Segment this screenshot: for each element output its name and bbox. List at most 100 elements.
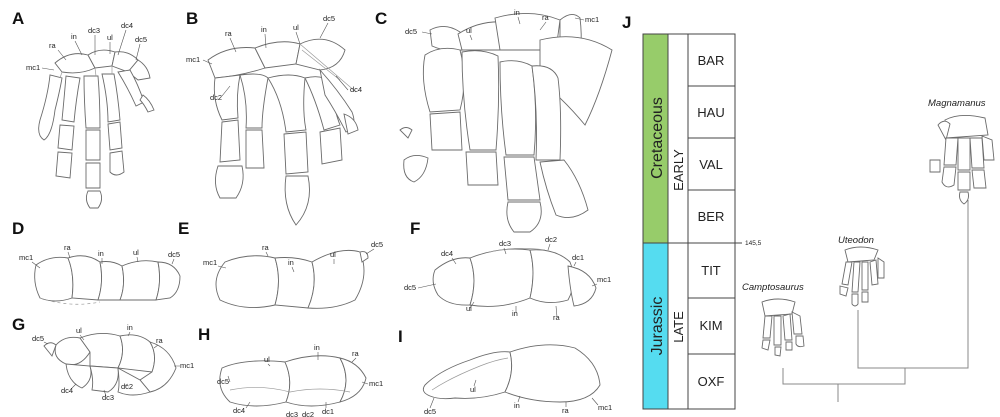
manus-drawing-uteodon bbox=[840, 247, 884, 306]
label-ul: ul bbox=[264, 355, 270, 364]
panel-i: I dc5 ul in ra mc1 bbox=[398, 327, 612, 416]
label-dc5: dc5 bbox=[371, 240, 383, 249]
epoch-box-early bbox=[668, 34, 688, 243]
stage-label-val: VAL bbox=[699, 157, 723, 172]
label-dc5: dc5 bbox=[217, 377, 229, 386]
label-mc1: mc1 bbox=[597, 275, 611, 284]
panel-h: H in ra ul mc1 dc5 dc4 dc3 dc2 dc1 bbox=[198, 325, 383, 417]
manus-drawing-camptosaurus bbox=[762, 299, 804, 356]
label-in: in bbox=[512, 309, 518, 318]
label-ul: ul bbox=[466, 304, 472, 313]
label-mc1: mc1 bbox=[26, 63, 40, 72]
panel-e: E ra mc1 in ul dc5 bbox=[178, 219, 383, 308]
label-dc5: dc5 bbox=[404, 283, 416, 292]
label-ra: ra bbox=[156, 336, 163, 345]
label-dc3: dc3 bbox=[88, 26, 100, 35]
label-dc1: dc1 bbox=[572, 253, 584, 262]
epoch-label-late: LATE bbox=[671, 311, 686, 343]
tree-branch-camptosaurus bbox=[783, 368, 905, 384]
label-ul: ul bbox=[470, 385, 476, 394]
taxon-label-uteodon: Uteodon bbox=[838, 235, 874, 246]
label-ra: ra bbox=[562, 406, 569, 415]
panel-d: D mc1 ra in ul dc5 bbox=[12, 219, 180, 304]
label-mc1: mc1 bbox=[598, 403, 612, 412]
phylogeny-tree bbox=[783, 200, 968, 402]
label-ul: ul bbox=[293, 23, 299, 32]
label-ul: ul bbox=[133, 248, 139, 257]
carpus-drawing-d bbox=[35, 256, 180, 305]
label-dc2: dc2 bbox=[210, 93, 222, 102]
label-ra: ra bbox=[49, 41, 56, 50]
label-mc1: mc1 bbox=[186, 55, 200, 64]
panel-letter-e: E bbox=[178, 219, 189, 238]
label-ul: ul bbox=[76, 326, 82, 335]
label-dc4: dc4 bbox=[441, 249, 453, 258]
taxon-label-camptosaurus: Camptosaurus bbox=[742, 282, 804, 293]
carpus-drawing-a bbox=[39, 50, 154, 208]
label-dc4: dc4 bbox=[350, 85, 362, 94]
label-in: in bbox=[514, 401, 520, 410]
label-mc1: mc1 bbox=[180, 361, 194, 370]
period-label-cretaceous: Cretaceous bbox=[649, 97, 666, 179]
panel-c: C in ra mc1 dc5 ul bbox=[375, 8, 612, 232]
label-in: in bbox=[71, 32, 77, 41]
taxon-label-magnamanus: Magnamanus bbox=[928, 98, 986, 109]
manus-drawing-magnamanus bbox=[930, 115, 994, 204]
label-mc1: mc1 bbox=[203, 258, 217, 267]
stage-label-oxf: OXF bbox=[698, 374, 725, 389]
panel-f: F dc3 dc2 dc4 dc1 mc1 dc5 ul in ra bbox=[404, 219, 611, 322]
label-dc5: dc5 bbox=[424, 407, 436, 416]
label-dc2: dc2 bbox=[302, 410, 314, 417]
label-in: in bbox=[98, 249, 104, 258]
label-in: in bbox=[314, 343, 320, 352]
label-in: in bbox=[127, 323, 133, 332]
label-dc2: dc2 bbox=[121, 382, 133, 391]
label-dc1: dc1 bbox=[322, 407, 334, 416]
panel-letter-a: A bbox=[12, 9, 24, 28]
label-in: in bbox=[261, 25, 267, 34]
panel-j: J Cretaceous Jurassic EARLY LATE BAR bbox=[622, 13, 994, 409]
panel-g: G dc5 ul in ra mc1 dc4 dc3 dc2 bbox=[12, 315, 194, 402]
label-in: in bbox=[514, 8, 520, 17]
stratigraphic-column: Cretaceous Jurassic EARLY LATE BAR HAU V… bbox=[643, 34, 762, 409]
label-in: in bbox=[288, 258, 294, 267]
label-dc4: dc4 bbox=[233, 406, 245, 415]
label-mc1: mc1 bbox=[585, 15, 599, 24]
label-dc2: dc2 bbox=[545, 235, 557, 244]
stage-label-ber: BER bbox=[698, 209, 725, 224]
epoch-label-early: EARLY bbox=[671, 149, 686, 191]
label-dc5: dc5 bbox=[135, 35, 147, 44]
label-ra: ra bbox=[352, 349, 359, 358]
boundary-age-label: 145,5 bbox=[745, 240, 762, 247]
period-label-jurassic: Jurassic bbox=[649, 297, 666, 356]
carpus-drawing-c bbox=[400, 13, 612, 232]
stage-label-kim: KIM bbox=[699, 318, 722, 333]
label-dc3: dc3 bbox=[102, 393, 114, 402]
stage-label-hau: HAU bbox=[697, 105, 724, 120]
panel-letter-f: F bbox=[410, 219, 420, 238]
label-ul: ul bbox=[107, 33, 113, 42]
label-dc4: dc4 bbox=[61, 386, 73, 395]
label-ra: ra bbox=[262, 243, 269, 252]
carpus-drawing-i bbox=[423, 345, 600, 402]
panel-letter-d: D bbox=[12, 219, 24, 238]
label-dc5: dc5 bbox=[168, 250, 180, 259]
label-dc5: dc5 bbox=[405, 27, 417, 36]
label-dc3: dc3 bbox=[499, 239, 511, 248]
carpus-drawing-b bbox=[208, 39, 358, 225]
stage-label-bar: BAR bbox=[698, 53, 725, 68]
label-ul: ul bbox=[466, 26, 472, 35]
panel-letter-i: I bbox=[398, 327, 403, 346]
panel-letter-j: J bbox=[622, 13, 631, 32]
label-dc3: dc3 bbox=[286, 410, 298, 417]
label-mc1: mc1 bbox=[19, 253, 33, 262]
stage-label-tit: TIT bbox=[701, 263, 721, 278]
carpus-drawing-h bbox=[220, 356, 366, 406]
panel-letter-b: B bbox=[186, 9, 198, 28]
panel-a: A ra in dc3 ul dc4 dc5 mc1 bbox=[12, 9, 154, 208]
label-dc5: dc5 bbox=[32, 334, 44, 343]
label-dc5: dc5 bbox=[323, 14, 335, 23]
label-mc1: mc1 bbox=[369, 379, 383, 388]
label-ra: ra bbox=[225, 29, 232, 38]
